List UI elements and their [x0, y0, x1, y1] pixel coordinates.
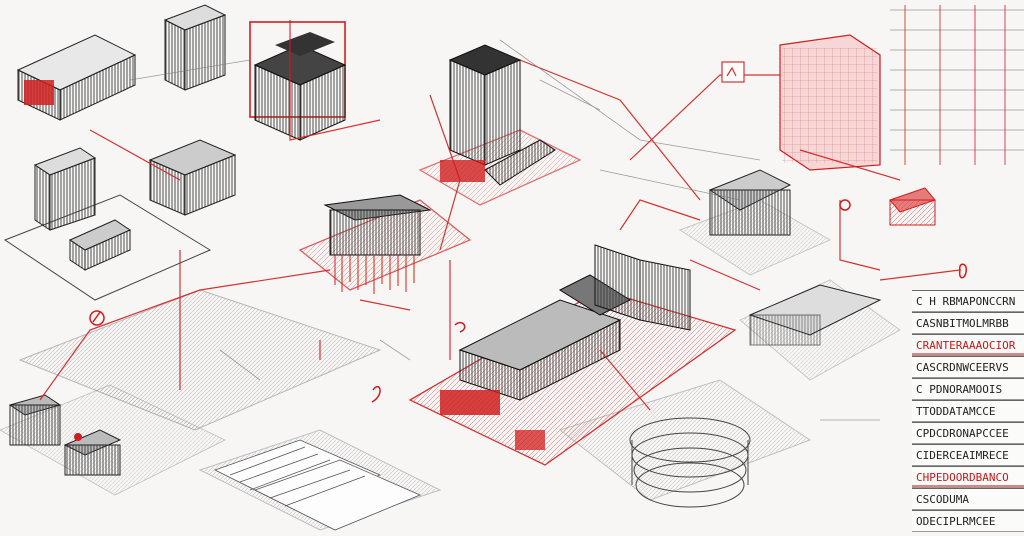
label-row: CHPEDOORDBANCO [912, 466, 1024, 488]
label-row: C PDNORAMOOIS [912, 378, 1024, 400]
server-racks-main-row [440, 244, 691, 450]
connection-lines-red [39, 20, 961, 411]
red-glyph-marks [89, 199, 967, 403]
server-tower-center [440, 44, 556, 186]
server-racks-center [323, 194, 432, 294]
server-racks-bottom-left [8, 394, 122, 476]
document-sheets-bottom [213, 439, 422, 531]
server-racks-left-mid [33, 139, 237, 271]
server-cluster-red-frame [249, 21, 347, 141]
label-column-right: C H RBMAPONCCRN CASNBITMOLMRBB CRANTERAA… [912, 290, 1024, 532]
grid-panel-pink [779, 34, 881, 171]
label-row: CASCRDNWCEERVS [912, 356, 1024, 378]
server-box-right [708, 169, 936, 346]
label-row: CIDERCEAIMRECE [912, 444, 1024, 466]
circular-server-stack [629, 417, 751, 508]
label-row: CSCODUMA [912, 488, 1024, 510]
label-row: CRANTERAAAOCIOR [912, 334, 1024, 356]
server-rack-tall-top [163, 4, 227, 91]
label-row: TTODDATAMCCE [912, 400, 1024, 422]
label-row: ODECIPLRMCEE [912, 510, 1024, 532]
construction-lines-grey [129, 39, 880, 421]
server-rack-top-left [16, 34, 137, 121]
table-sketch-top-right [890, 5, 1024, 165]
label-row: CPDCDRONAPCCEE [912, 422, 1024, 444]
label-row: C H RBMAPONCCRN [912, 290, 1024, 312]
label-row: CASNBITMOLMRBB [912, 312, 1024, 334]
